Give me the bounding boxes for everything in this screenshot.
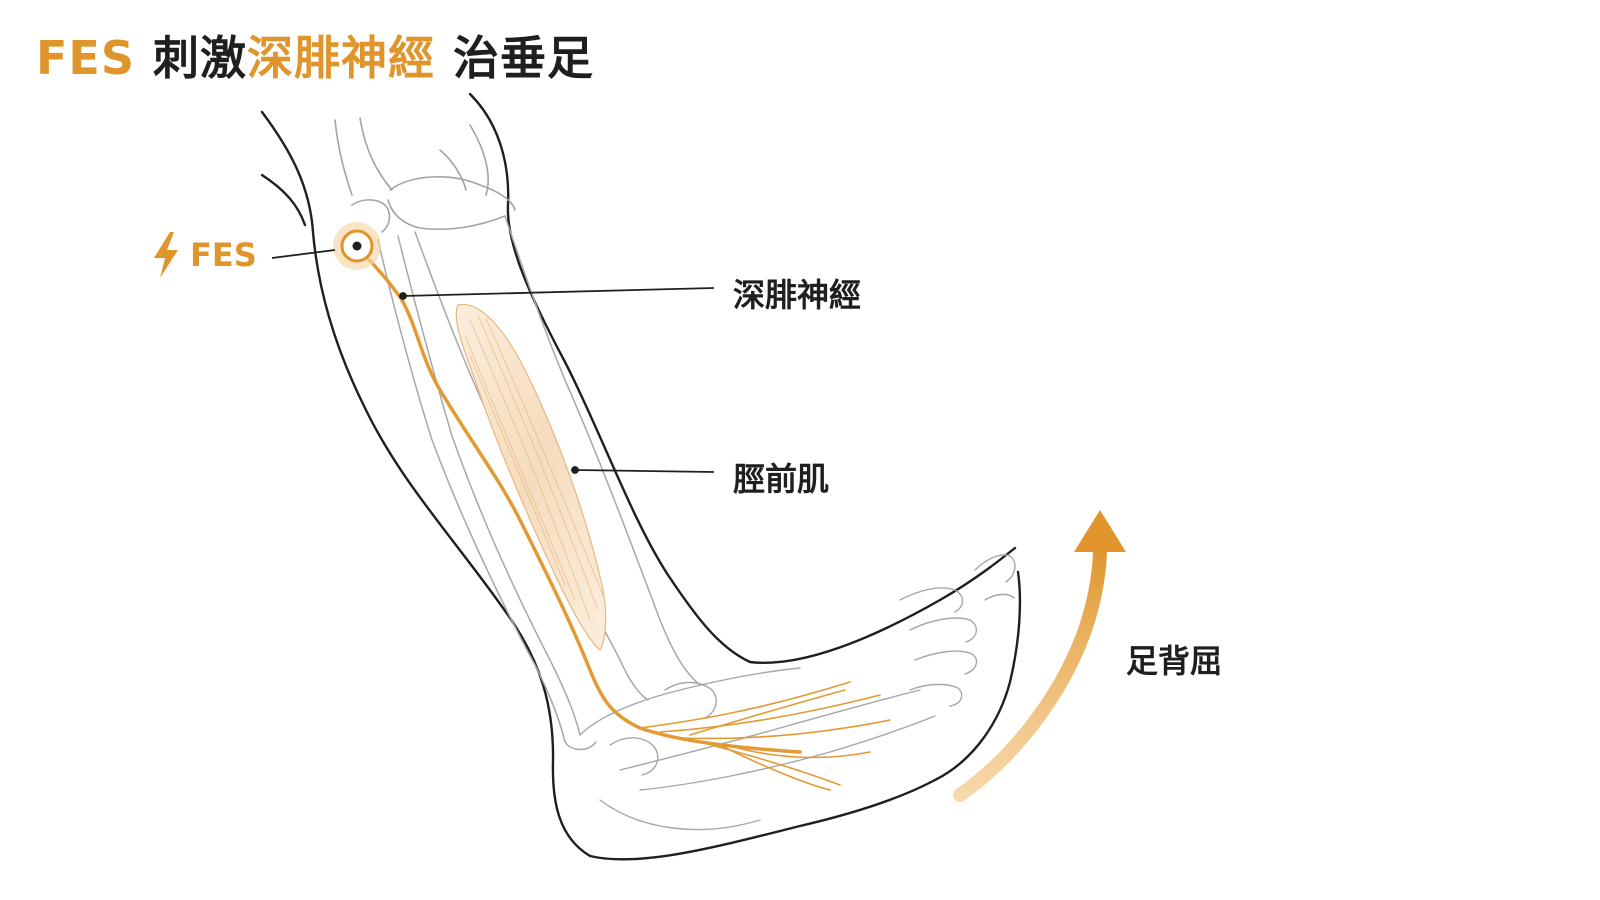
fes-label: FES	[150, 230, 257, 280]
title-treat-foot-drop: 治垂足	[452, 31, 594, 85]
fes-label-text: FES	[190, 236, 257, 274]
muscle-leader-dot	[571, 466, 579, 474]
lightning-bolt-icon	[154, 232, 178, 278]
muscle-leader-line	[574, 469, 715, 473]
leg-outline	[260, 92, 1022, 861]
tibialis-anterior-muscle	[455, 303, 607, 651]
muscle-label: 脛前肌	[733, 460, 830, 498]
title-nerve: 深腓神經	[246, 31, 435, 85]
nerve-label: 深腓神經	[733, 276, 862, 314]
nerve-leader-dot	[399, 292, 407, 300]
foot-bones	[579, 554, 1016, 831]
nerve-leader-line	[402, 287, 715, 297]
electrode-target-icon	[333, 222, 381, 270]
title-fes: FES	[36, 31, 135, 85]
dorsiflexion-label: 足背屈	[1126, 642, 1223, 680]
leader-lines	[271, 249, 715, 474]
fes-leader-line	[271, 249, 336, 259]
page-title: FES 刺激深腓神經治垂足	[36, 22, 594, 88]
knee-bones	[334, 117, 516, 233]
curved-up-arrow-icon	[953, 510, 1126, 802]
deep-peroneal-nerve	[354, 244, 891, 791]
title-stimulate: 刺激	[152, 31, 247, 85]
